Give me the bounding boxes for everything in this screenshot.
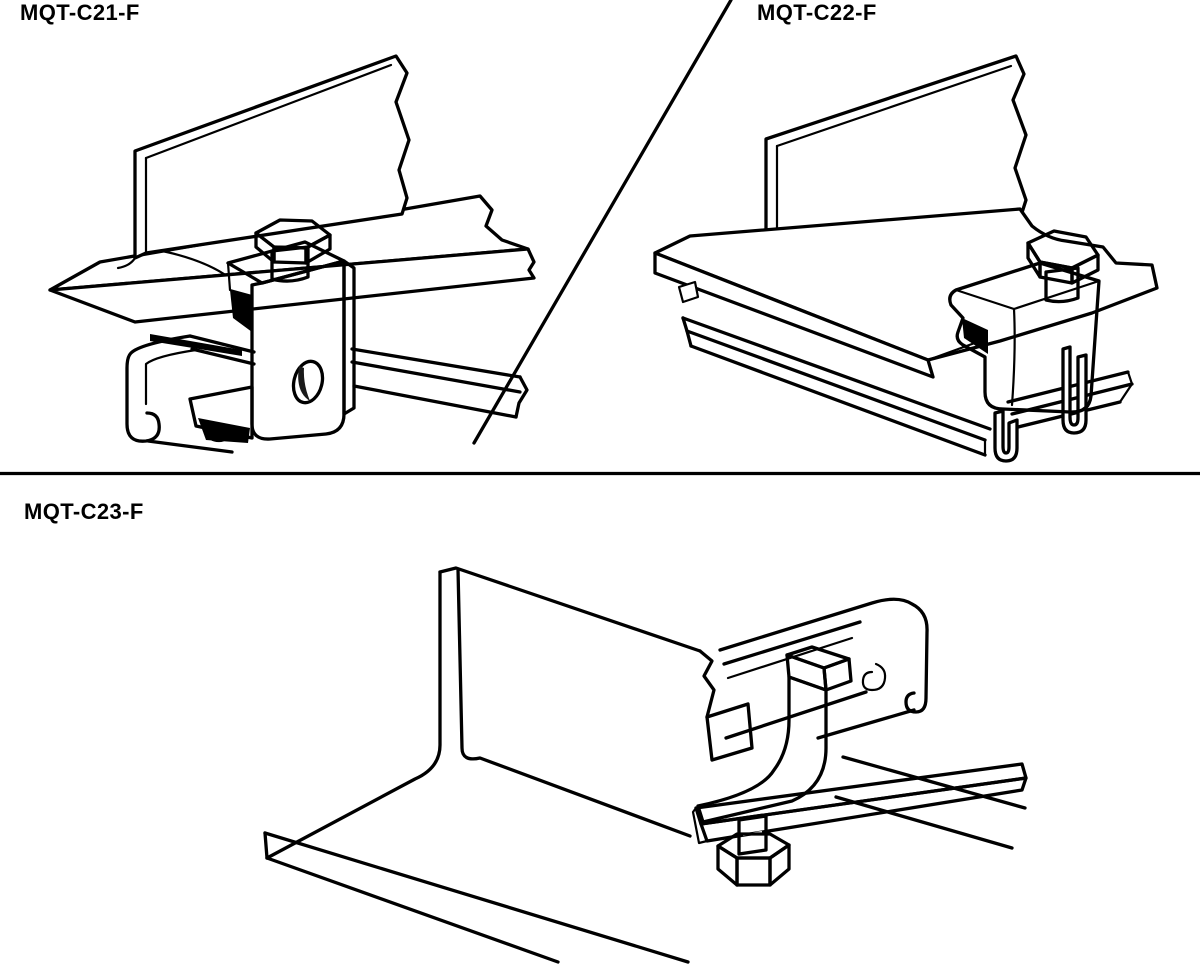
clamp-hook-strap: [1061, 345, 1088, 435]
steel-beam: [48, 54, 536, 324]
diagonal-divider-line: [472, 0, 733, 445]
steel-beam: [653, 54, 1159, 379]
steel-beam: [263, 566, 1027, 964]
beam-clamp: [691, 645, 1028, 845]
hex-bolt: [1026, 229, 1100, 304]
figure-label-mqt-c22-f: MQT-C22-F: [757, 0, 877, 25]
figure-mqt-c23-f: [263, 566, 1028, 964]
clamp-hole: [291, 359, 325, 405]
beam-clamp: [188, 240, 356, 443]
hex-nut: [716, 832, 791, 887]
figure-label-mqt-c23-f: MQT-C23-F: [24, 499, 144, 524]
hex-bolt: [254, 218, 332, 283]
channel-hook-strap: [993, 409, 1019, 463]
strut-channel: [125, 334, 529, 454]
figure-mqt-c22-f: [653, 54, 1159, 463]
beam-clamp: [948, 261, 1101, 414]
figure-mqt-c21-f: [48, 54, 536, 454]
strut-channel: [718, 597, 929, 740]
figure-label-mqt-c21-f: MQT-C21-F: [20, 0, 140, 25]
panel-separators: [0, 0, 1200, 476]
